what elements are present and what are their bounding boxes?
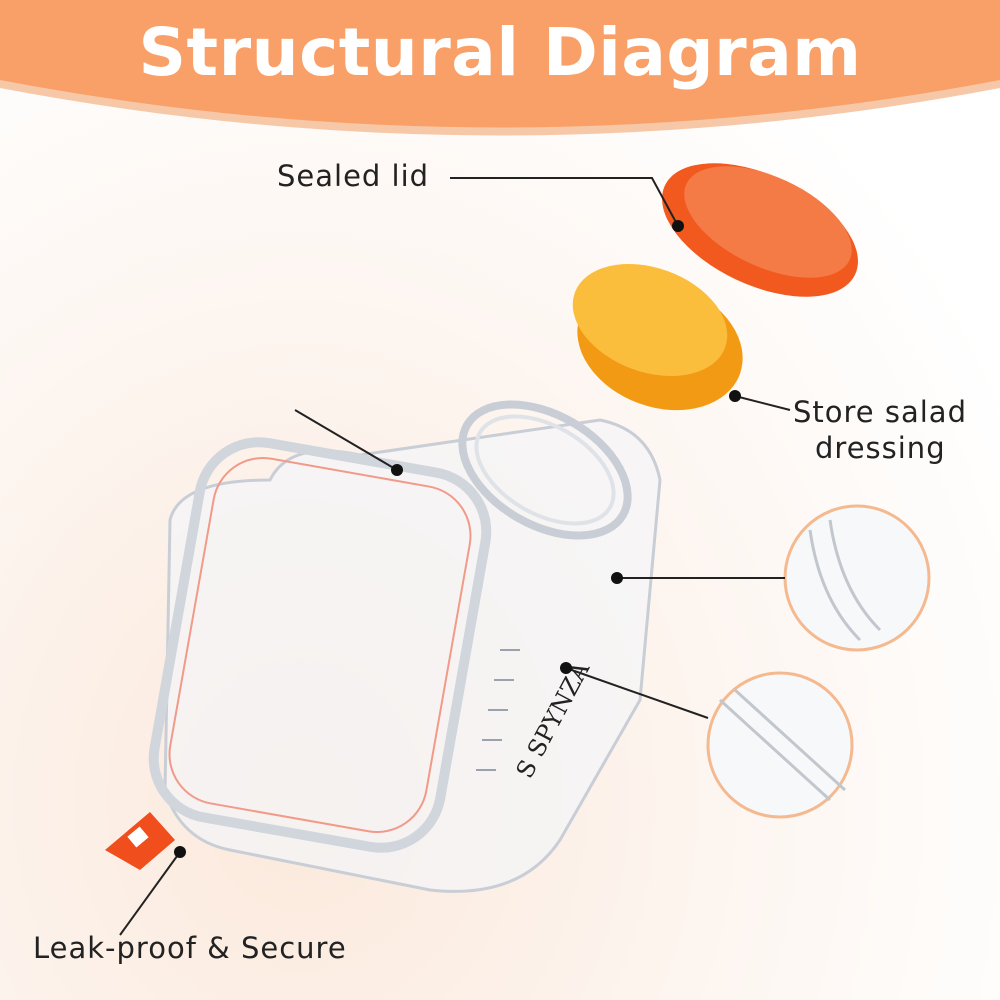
detail-inset-scale	[706, 671, 854, 819]
callout-lines	[119, 177, 791, 936]
callout-sealed-lid: Sealed lid	[277, 159, 430, 193]
bottle-body: S SPYNZA	[148, 400, 662, 893]
callout-dots	[174, 220, 741, 858]
callout-leak-proof: Leak-proof & Secure	[33, 931, 347, 965]
sealed-lid	[662, 163, 858, 297]
title-banner	[0, 0, 1000, 128]
callout-store-salad-line1: Store salad	[793, 395, 967, 429]
page-title: Structural Diagram	[138, 14, 862, 91]
detail-inset-rim	[783, 504, 931, 652]
dressing-cup	[572, 263, 743, 411]
callout-store-salad-line2: dressing	[815, 431, 946, 465]
